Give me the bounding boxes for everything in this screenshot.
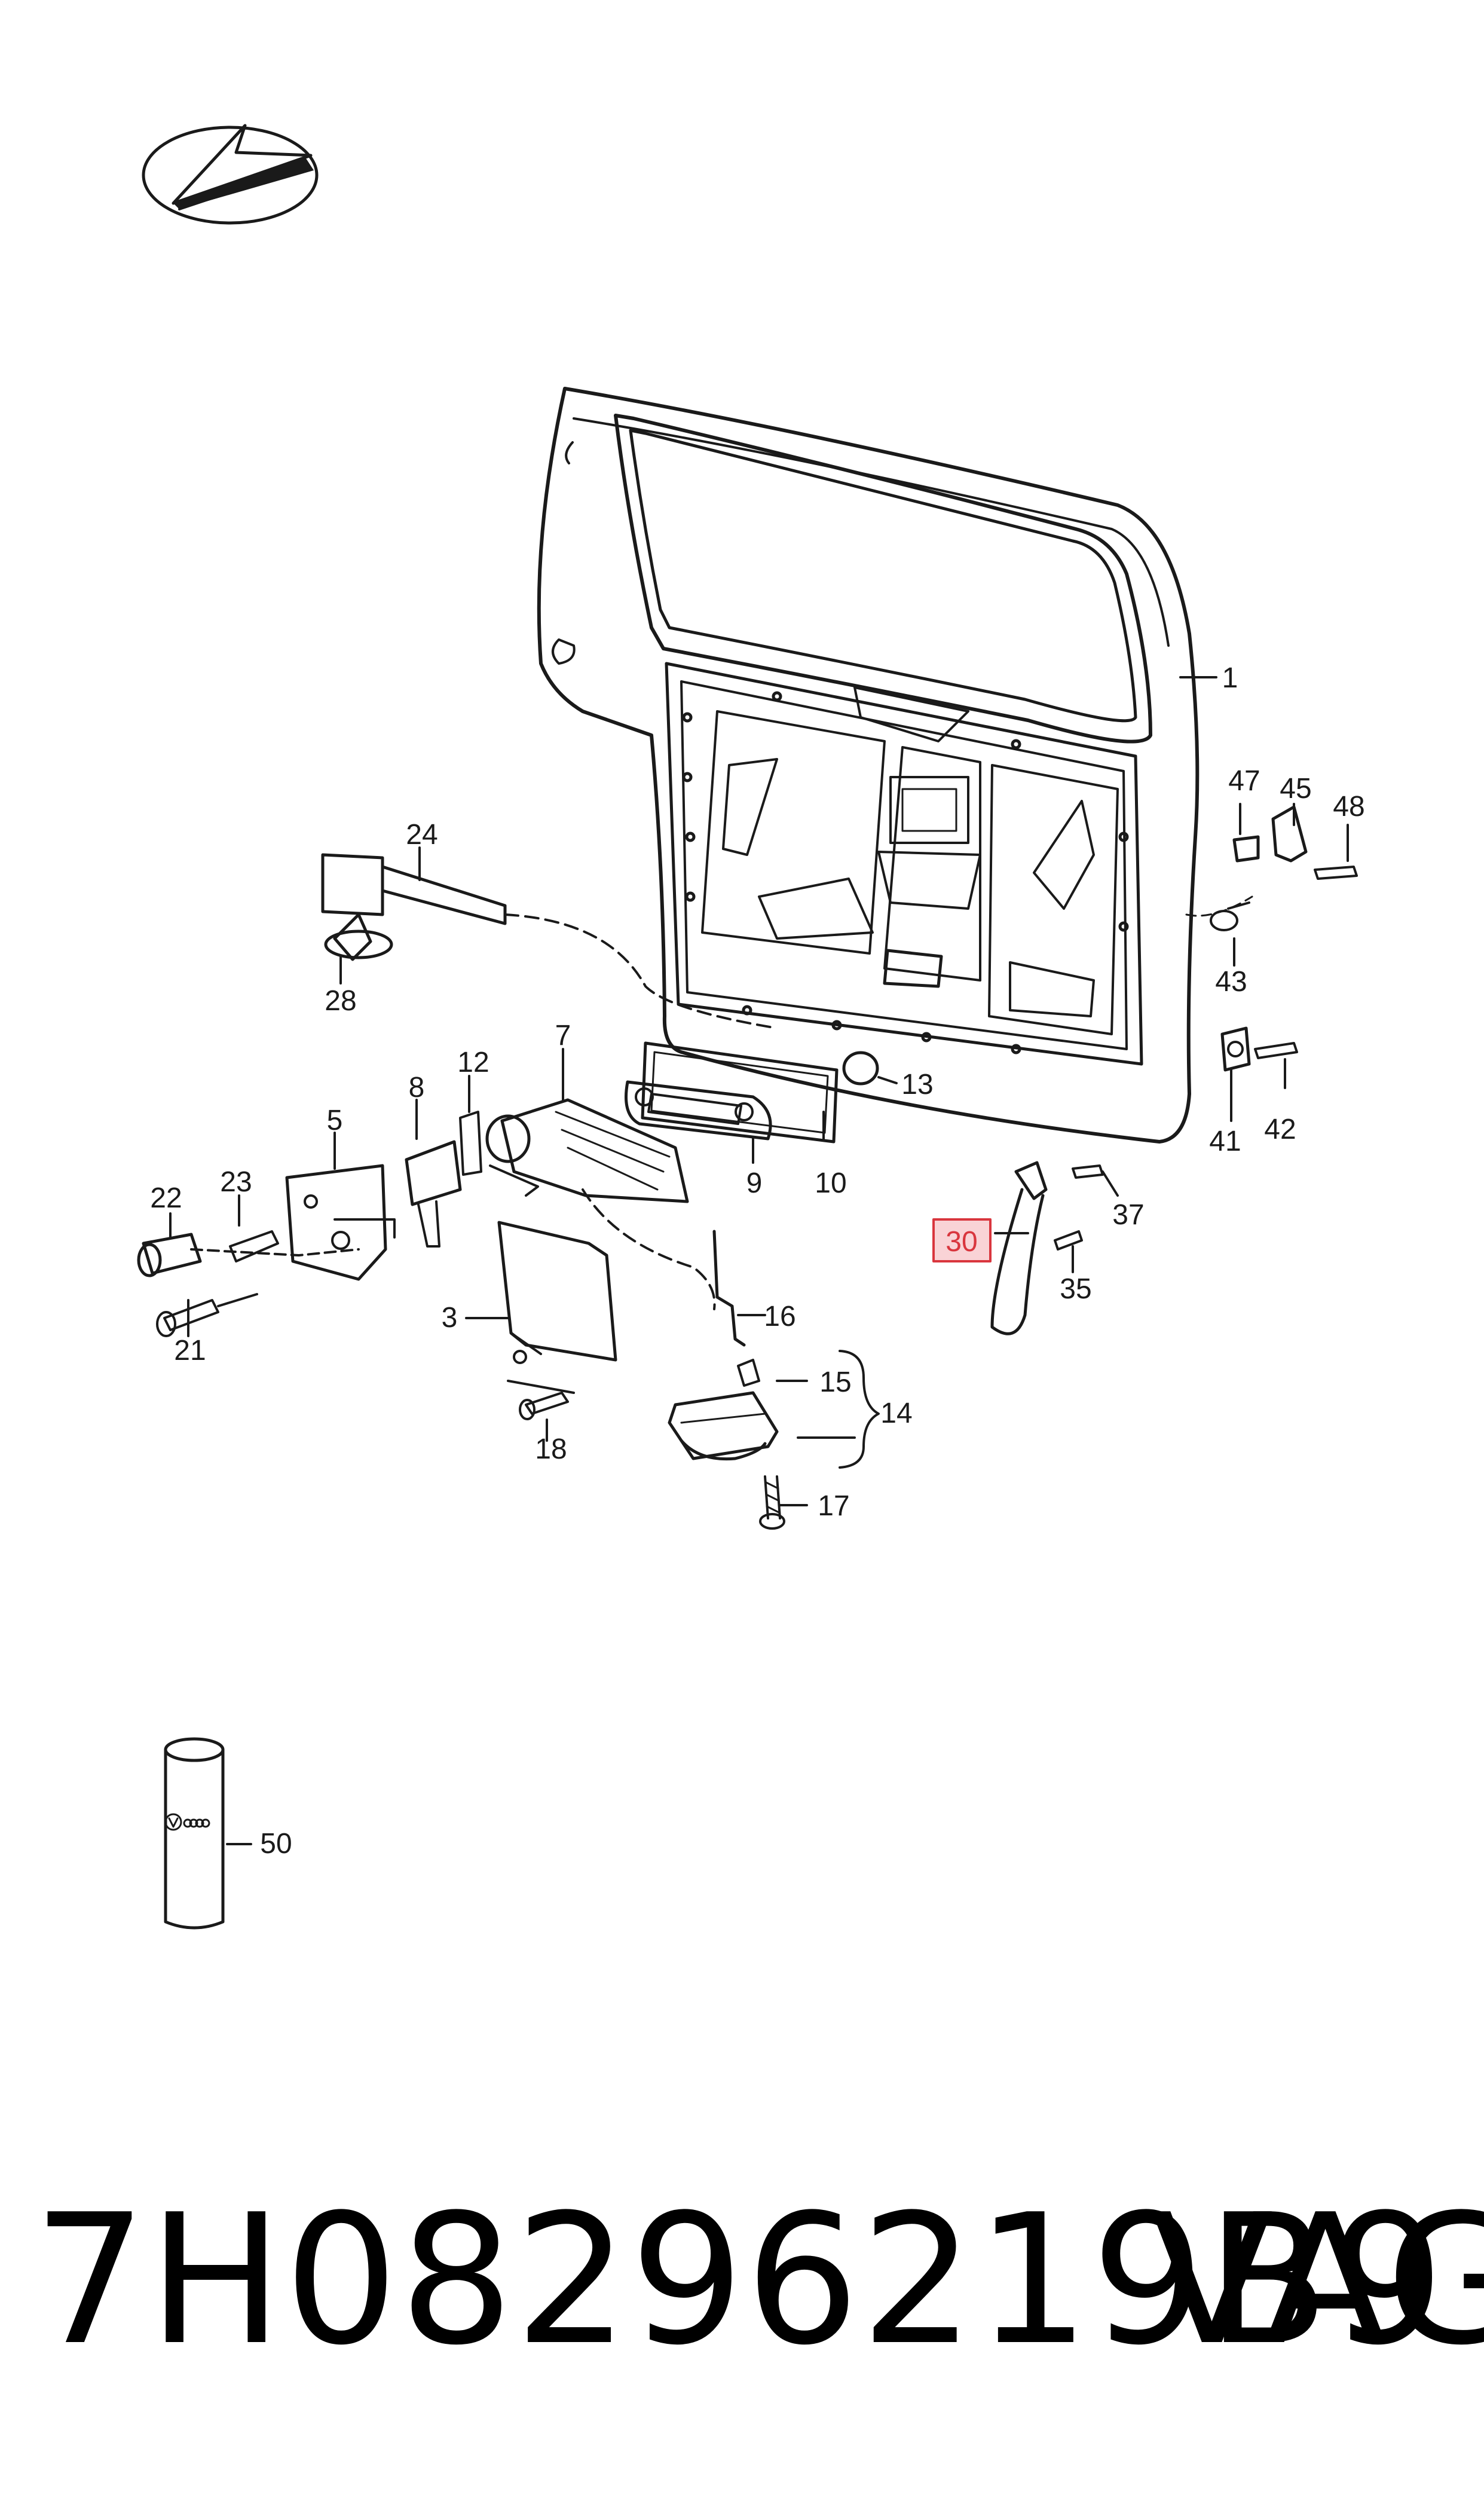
callout-48: 48	[1333, 791, 1364, 823]
hinge-parts	[1185, 805, 1358, 1072]
callout-5: 5	[327, 1105, 343, 1136]
callout-8: 8	[409, 1072, 425, 1103]
part-16-rod	[712, 1230, 746, 1347]
part-3-cover	[497, 1221, 617, 1394]
callout-50: 50	[260, 1828, 292, 1860]
callout-18: 18	[535, 1433, 567, 1465]
part-9-handle	[625, 1080, 772, 1141]
callout-15: 15	[819, 1366, 851, 1398]
callout-30-highlight	[932, 1218, 992, 1262]
callout-3: 3	[442, 1302, 458, 1334]
callout-28: 28	[325, 985, 356, 1017]
callout-9: 9	[746, 1167, 763, 1199]
callout-42: 42	[1264, 1114, 1296, 1145]
callout-1: 1	[1222, 662, 1238, 694]
part-13-plug	[842, 1051, 879, 1086]
callout-37: 37	[1112, 1199, 1144, 1231]
vw-audi-logo-icon	[164, 1813, 210, 1831]
callout-10: 10	[815, 1167, 846, 1199]
tailgate-panel	[537, 387, 1200, 1144]
part-18-bolt	[519, 1392, 569, 1420]
callout-35: 35	[1060, 1273, 1091, 1305]
callout-43: 43	[1215, 966, 1247, 998]
part-50-can	[164, 1737, 225, 1930]
part-24-assembly	[321, 853, 778, 1029]
callout-16: 16	[764, 1301, 795, 1332]
brand-label: VAG	[1151, 2176, 1484, 2384]
callout-47: 47	[1228, 765, 1260, 797]
callout-23: 23	[220, 1166, 252, 1198]
callout-22: 22	[150, 1182, 182, 1214]
part-5-bracket	[285, 1164, 396, 1281]
callout-14: 14	[880, 1398, 912, 1429]
callout-12: 12	[457, 1047, 489, 1078]
callout-13: 13	[901, 1069, 933, 1100]
part-number: 7H08296219B9	[33, 2176, 1446, 2384]
callout-30: 30	[946, 1226, 977, 1258]
part-7-lock	[485, 1098, 716, 1310]
direction-arrow-icon	[142, 124, 319, 225]
callout-21: 21	[174, 1335, 206, 1366]
callout-7: 7	[555, 1020, 571, 1051]
caption: 7H08296219B9 VAG	[0, 2182, 1484, 2379]
callout-45: 45	[1280, 773, 1311, 805]
callout-24: 24	[406, 819, 437, 851]
part-14-latch	[668, 1359, 785, 1530]
callout-17: 17	[818, 1490, 849, 1522]
leader-lines	[169, 676, 1349, 1845]
part-30-strap	[990, 1161, 1104, 1335]
part-8-actuator	[405, 1111, 482, 1248]
callout-41: 41	[1209, 1126, 1241, 1157]
part-22-23-21	[137, 1230, 360, 1337]
